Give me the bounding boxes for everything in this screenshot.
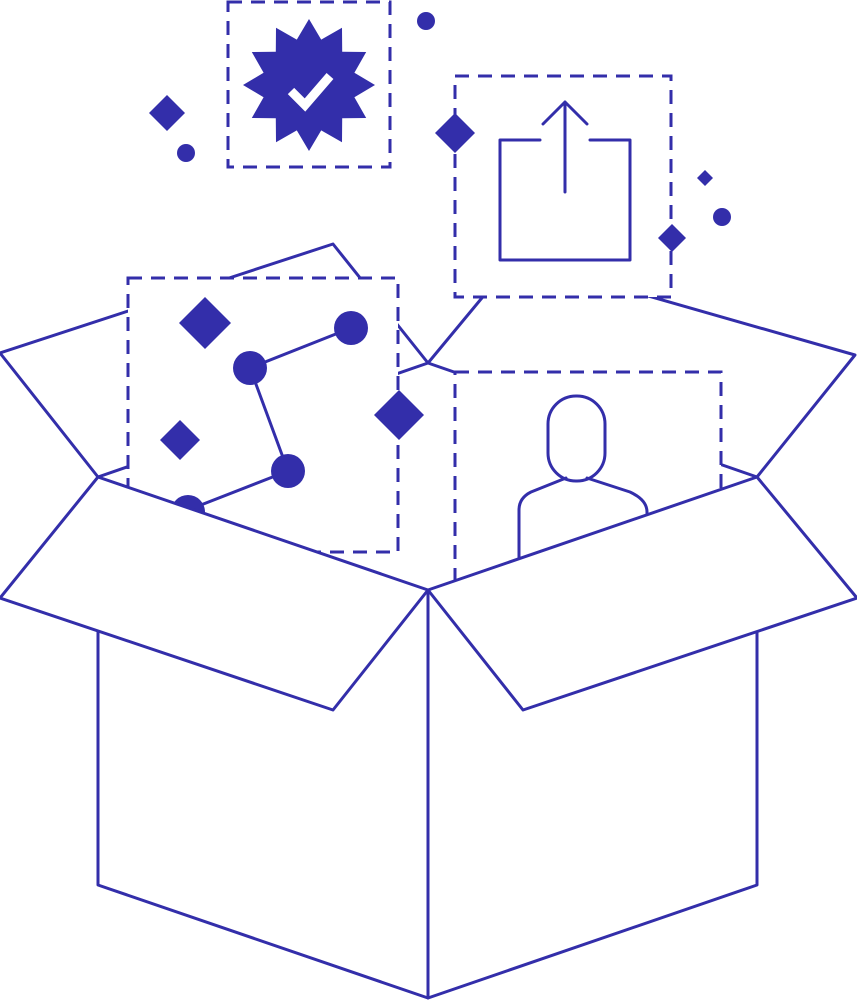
user-head-icon [546, 394, 607, 483]
upload-card [453, 74, 673, 299]
diamond-icon [179, 297, 231, 349]
upload-arrow-icon [541, 100, 589, 194]
dot-decoration [417, 12, 435, 30]
box-front-left-flap [0, 475, 430, 712]
upload-tray-icon [498, 138, 632, 262]
diamond-icon [658, 224, 686, 252]
diamond-icon [374, 390, 424, 440]
diamond-icon [160, 420, 200, 460]
diamond-icon [149, 95, 185, 131]
graph-node [233, 351, 267, 385]
graph-node [271, 454, 305, 488]
verified-badge-icon [243, 19, 375, 151]
diamond-icon [697, 170, 713, 186]
diamond-icon [435, 113, 475, 153]
dot-decoration [713, 208, 731, 226]
checkmark-icon [287, 73, 334, 112]
graph-node [334, 311, 368, 345]
dot-decoration [177, 144, 195, 162]
graph-edges [186, 326, 353, 512]
verified-badge-card [226, 0, 392, 169]
user-shoulders-icon [517, 476, 649, 562]
box-front-right-flap [426, 475, 857, 712]
